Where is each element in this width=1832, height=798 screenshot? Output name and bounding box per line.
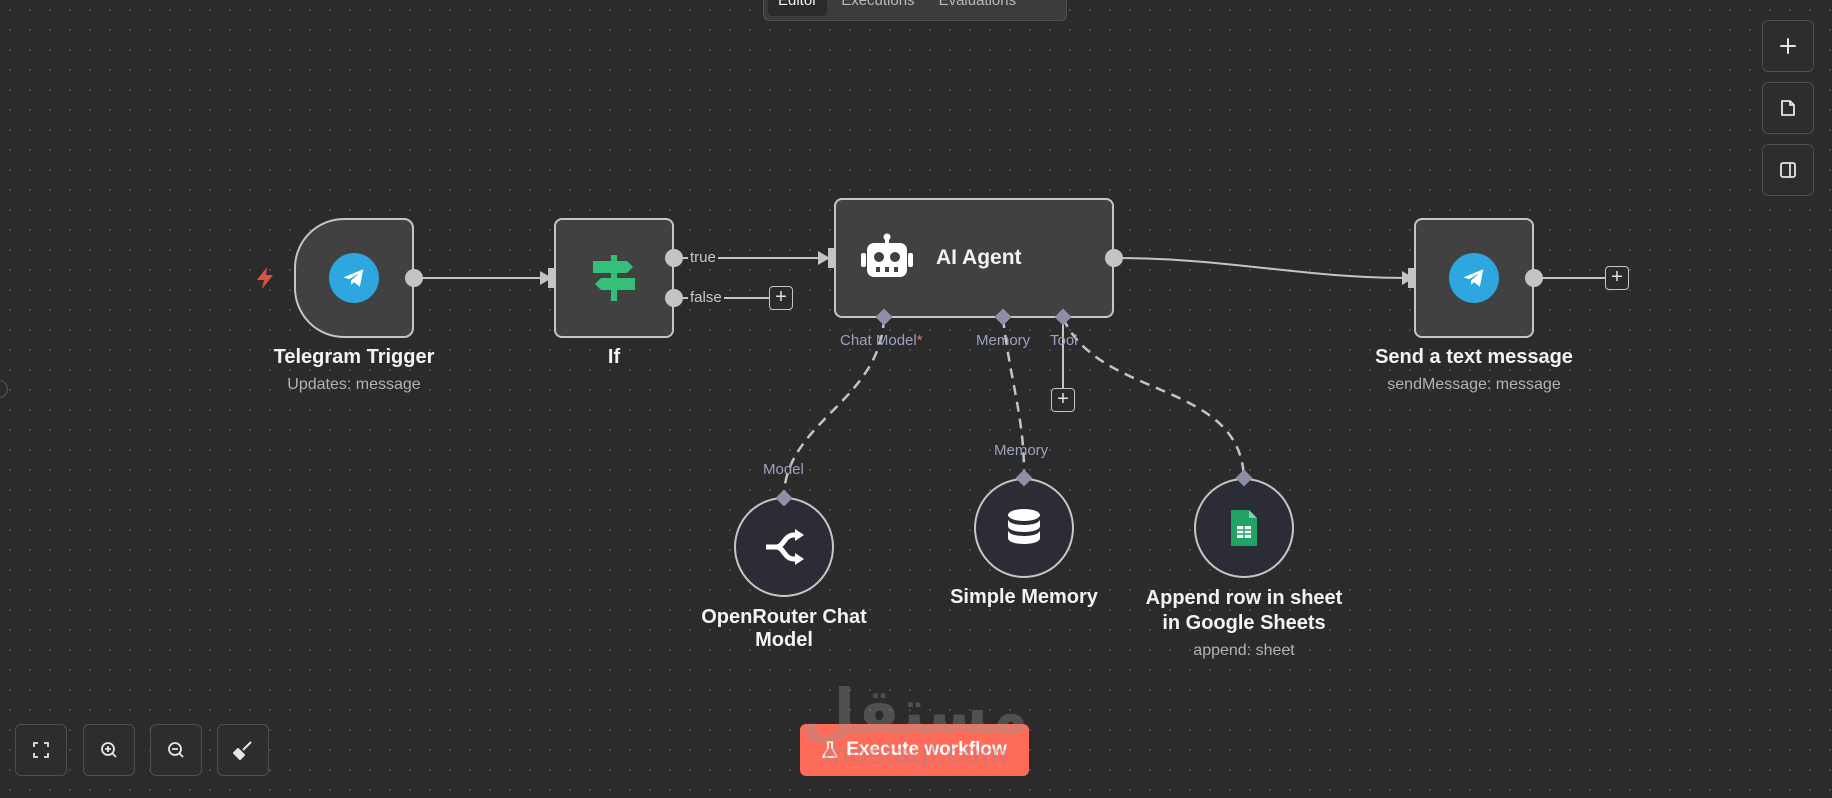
port-label-chat-model: Chat Model* xyxy=(840,332,923,349)
fit-view-button[interactable] xyxy=(15,724,67,776)
zoom-out-button[interactable] xyxy=(150,724,202,776)
database-icon xyxy=(1008,509,1040,544)
node-telegram-trigger[interactable] xyxy=(294,218,414,338)
note-icon xyxy=(1781,100,1795,116)
openrouter-icon xyxy=(766,529,804,565)
tab-executions[interactable]: Executions xyxy=(841,0,915,9)
node-if[interactable] xyxy=(554,218,674,338)
edge-agent-to-send xyxy=(1113,257,1411,279)
output-port-true[interactable] xyxy=(665,249,683,267)
fullscreen-icon xyxy=(33,742,49,758)
output-label-true: true xyxy=(688,249,718,266)
node-subtitle: append: sheet xyxy=(1193,642,1295,659)
node-title: Telegram Trigger xyxy=(273,346,435,368)
google-sheets-icon xyxy=(1231,510,1257,546)
zoom-in-button[interactable] xyxy=(83,724,135,776)
sticky-note-button[interactable] xyxy=(1762,82,1814,134)
view-tabs: Editor Executions Evaluations xyxy=(763,0,1067,21)
node-simple-memory[interactable] xyxy=(974,478,1074,578)
output-port[interactable] xyxy=(1525,269,1543,287)
zoom-out-icon xyxy=(168,742,184,758)
execute-workflow-label: Execute workflow xyxy=(846,739,1007,760)
node-subtitle: sendMessage: message xyxy=(1387,376,1561,393)
input-port[interactable] xyxy=(548,268,555,288)
tab-evaluations[interactable]: Evaluations xyxy=(938,0,1017,9)
tab-editor[interactable]: Editor xyxy=(768,0,828,16)
add-node-plus[interactable]: + xyxy=(1605,266,1629,290)
add-tool-plus[interactable]: + xyxy=(1051,388,1075,412)
zoom-in-icon xyxy=(101,742,117,758)
plus-icon xyxy=(1780,38,1796,54)
node-ai-agent[interactable]: AI Agent xyxy=(834,198,1114,318)
port-label-memory: Memory xyxy=(976,332,1031,349)
node-subtitle: Updates: message xyxy=(287,376,421,393)
broom-icon xyxy=(233,741,252,760)
output-label-false: false xyxy=(688,289,724,306)
telegram-icon xyxy=(329,253,379,303)
output-port-false[interactable] xyxy=(665,289,683,307)
node-title: If xyxy=(607,346,621,368)
tidy-up-button[interactable] xyxy=(217,724,269,776)
output-port[interactable] xyxy=(1105,249,1123,267)
add-node-plus[interactable]: + xyxy=(769,286,793,310)
node-google-sheets[interactable] xyxy=(1194,478,1294,578)
input-port[interactable] xyxy=(1408,268,1415,288)
node-send-text-message[interactable] xyxy=(1414,218,1534,338)
port-label-model: Model xyxy=(763,461,804,478)
telegram-icon xyxy=(1449,253,1499,303)
node-title: AI Agent xyxy=(936,246,1022,269)
flask-icon xyxy=(822,741,839,758)
panel-icon xyxy=(1780,162,1796,178)
edge-arrow xyxy=(818,251,830,265)
edge-arrow xyxy=(540,271,552,285)
node-openrouter-chat-model[interactable] xyxy=(734,497,834,597)
edge-tool-sheets xyxy=(1061,317,1246,479)
add-node-button[interactable] xyxy=(1762,20,1814,72)
port-label-memory: Memory xyxy=(994,442,1049,459)
panel-toggle-button[interactable] xyxy=(1762,144,1814,196)
output-port[interactable] xyxy=(405,269,423,287)
trigger-bolt-icon xyxy=(257,267,273,289)
input-port[interactable] xyxy=(828,248,835,268)
edge-memory xyxy=(1001,317,1026,479)
robot-icon xyxy=(861,233,913,277)
node-title: Send a text message xyxy=(1375,346,1573,368)
edge-model xyxy=(782,317,886,493)
execute-workflow-button[interactable]: Execute workflow xyxy=(800,724,1029,776)
signpost-icon xyxy=(593,255,635,301)
node-title: Simple Memory xyxy=(950,586,1098,608)
port-label-tool: Tool xyxy=(1050,332,1078,349)
